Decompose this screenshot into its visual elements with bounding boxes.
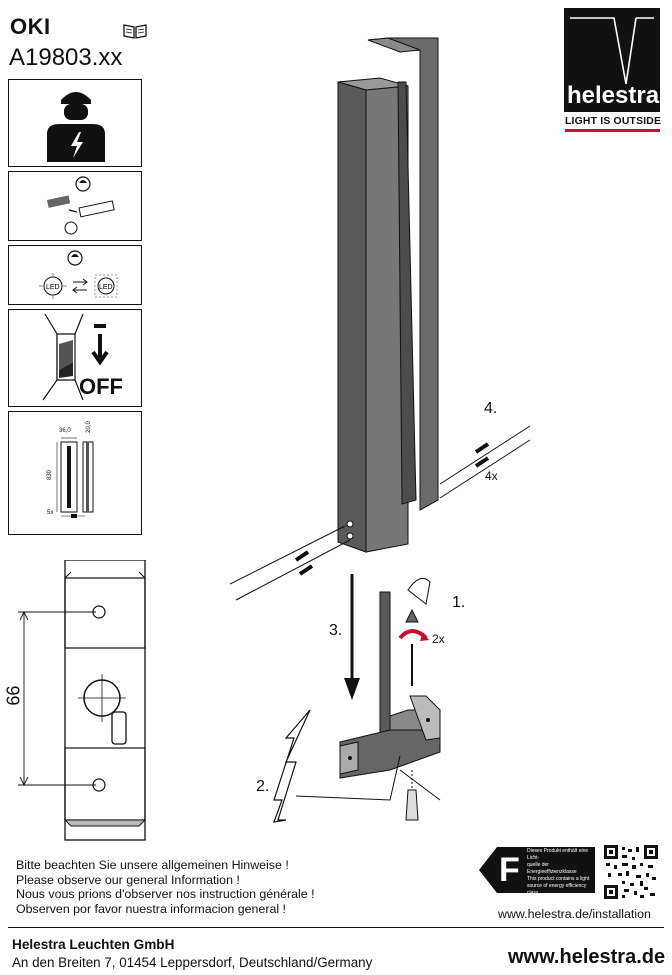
electrician-icon [47, 92, 105, 162]
website-link[interactable]: www.helestra.de [508, 946, 666, 968]
energy-class: F [499, 851, 520, 889]
luminaire-installation-drawing [230, 37, 531, 823]
dimension-d-label: 5x [47, 510, 54, 516]
led-replacement-icon: LED LED [39, 250, 118, 299]
energy-label: F Dieses Produkt enthält eine Licht- que… [477, 845, 595, 924]
notice-de: Bitte beachten Sie unsere allgemeinen Hi… [16, 858, 289, 872]
panel-led-replacement: LED LED [8, 245, 142, 305]
screw-count-4x: 4x [485, 469, 498, 483]
qr-code[interactable] [604, 845, 658, 899]
svg-text:LED: LED [46, 284, 60, 291]
base-dimension-label: 99 [2, 685, 23, 706]
manual-book-icon [123, 24, 147, 39]
company-address: An den Breiten 7, 01454 Leppersdorf, Deu… [12, 955, 373, 970]
notice-en: Please observe our general Information ! [16, 872, 240, 887]
footer-divider [8, 927, 664, 928]
notice-fr: Nous vous prions d'observer nos instruct… [16, 887, 315, 902]
step-3-label: 3. [329, 622, 343, 639]
off-label: OFF [79, 374, 123, 399]
notice-es: Observen por favor nuestra informacion g… [16, 901, 286, 916]
dimension-drawing [56, 437, 94, 518]
energy-text: Dieses Produkt enthält eine Licht- quell… [527, 848, 590, 924]
logo-wordmark: helestra [567, 82, 660, 109]
brand-slogan: LIGHT IS OUTSIDE [565, 116, 662, 127]
panel-power-off: OFF [8, 309, 142, 407]
dimension-b-label: 20,0 [85, 421, 92, 433]
installation-url[interactable]: www.helestra.de/installation [498, 907, 651, 921]
svg-text:LED: LED [99, 284, 113, 291]
helestra-logo: helestra [564, 8, 660, 112]
company-name: Helestra Leuchten GmbH [12, 937, 175, 952]
dimension-a-label: 36,0 [59, 428, 71, 434]
power-switch-icon [42, 313, 109, 401]
module-replacement-icon [47, 176, 115, 235]
general-notice-block: Bitte beachten Sie unsere allgemeinen Hi… [16, 858, 315, 916]
step-2-label: 2. [256, 778, 270, 795]
slogan-underline [565, 129, 660, 132]
panel-module-replacement [8, 171, 142, 241]
step-4-label: 4. [484, 400, 498, 417]
dimension-c-label: 830 [47, 469, 54, 481]
step-1-label: 1. [452, 594, 466, 611]
panel-dimensions: 36,0 20,0 830 5x [8, 411, 142, 535]
product-name: OKI [10, 14, 51, 39]
base-plate-drawing [18, 560, 147, 841]
panel-electrician [8, 79, 142, 167]
screw-count-2x: 2x [432, 632, 445, 646]
article-number: A19803.xx [9, 44, 123, 71]
